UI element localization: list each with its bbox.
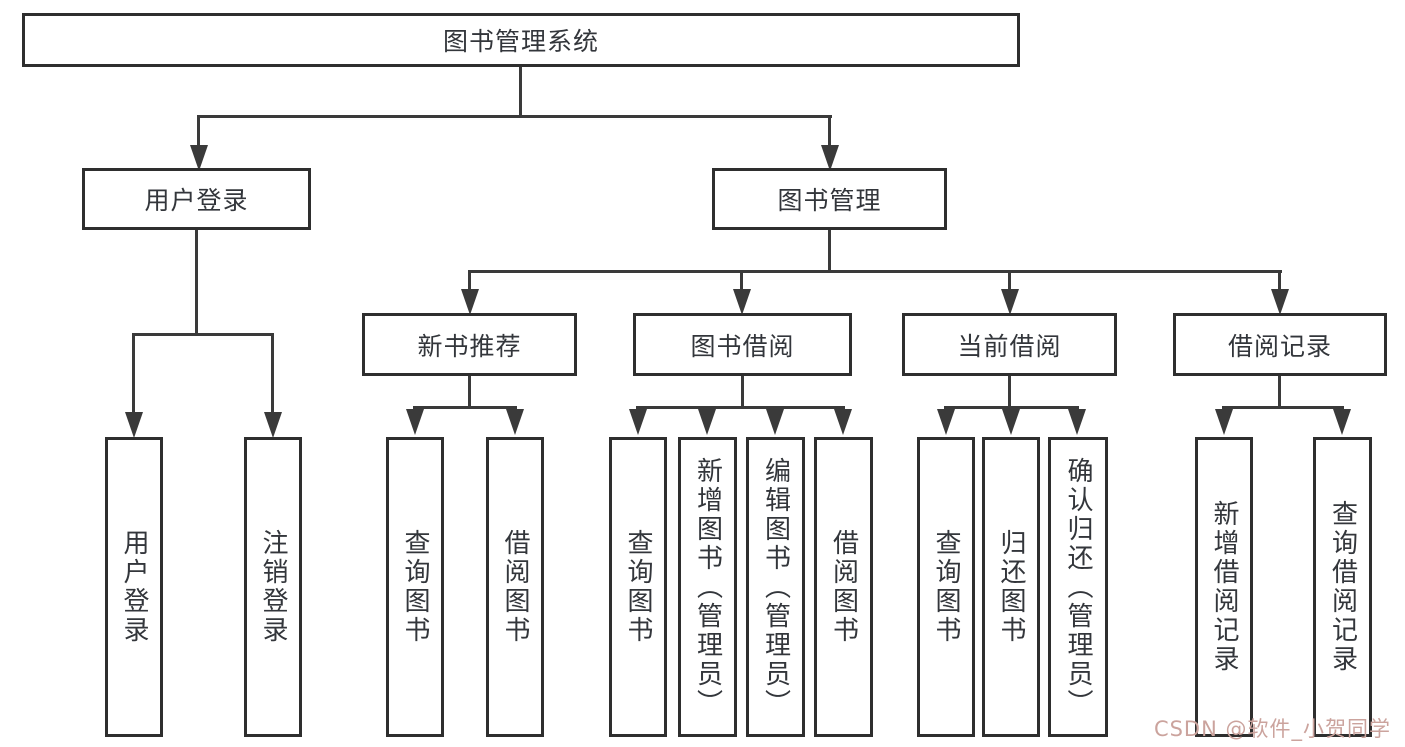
leaf-return-book: 归还图书: [982, 437, 1040, 737]
node-new-book-recommend: 新书推荐: [362, 313, 577, 376]
leaf-confirm-return-admin-label: 确认归还（管理员）: [1063, 456, 1094, 718]
connector-mgmt-trunk: [828, 230, 831, 273]
connector-groupD-trunk: [1278, 376, 1281, 409]
node-user-login-label: 用户登录: [144, 186, 249, 215]
node-borrow-record: 借阅记录: [1173, 313, 1387, 376]
arrowhead-book-mgmt: [821, 145, 839, 171]
connector-level2-shaft-2: [740, 270, 743, 293]
node-book-mgmt-label: 图书管理: [777, 186, 882, 215]
node-current-borrow-label: 当前借阅: [957, 331, 1062, 361]
node-book-borrow-label: 图书借阅: [690, 331, 795, 361]
leaf-borrow-book: 借阅图书: [814, 437, 873, 737]
arrowhead-book-borrow: [733, 289, 751, 315]
arrowhead-borrow-record: [1271, 289, 1289, 315]
leaf-recommend-borrow-book: 借阅图书: [486, 437, 544, 737]
arrowhead-login-leaf-2: [264, 412, 282, 438]
arrowhead-groupB-leaf-2: [698, 409, 716, 435]
arrowhead-current-borrow: [1001, 289, 1019, 315]
node-new-book-recommend-label: 新书推荐: [417, 331, 522, 361]
leaf-add-book-admin-label: 新增图书（管理员）: [692, 456, 723, 718]
leaf-current-query-book: 查询图书: [917, 437, 975, 737]
arrowhead-login-leaf-1: [125, 412, 143, 438]
node-root: 图书管理系统: [22, 13, 1020, 67]
arrowhead-groupB-leaf-1: [629, 409, 647, 435]
connector-login-shaft-1: [132, 333, 135, 415]
connector-level2-hline: [468, 270, 1282, 273]
connector-login-shaft-2: [271, 333, 274, 415]
leaf-recommend-borrow-book-label: 借阅图书: [500, 529, 531, 645]
connector-groupC-hline: [944, 406, 1079, 409]
leaf-borrow-book-label: 借阅图书: [828, 529, 859, 645]
node-root-label: 图书管理系统: [442, 27, 599, 56]
leaf-query-borrow-record: 查询借阅记录: [1313, 437, 1372, 737]
connector-login-trunk: [195, 230, 198, 335]
leaf-add-book-admin: 新增图书（管理员）: [678, 437, 737, 737]
connector-level1-hline: [197, 115, 832, 118]
connector-login-hline: [132, 333, 274, 336]
node-current-borrow: 当前借阅: [902, 313, 1117, 376]
connector-groupA-trunk: [468, 376, 471, 409]
arrowhead-groupB-leaf-4: [834, 409, 852, 435]
connector-level1-left-shaft: [197, 115, 200, 148]
leaf-add-borrow-record-label: 新增借阅记录: [1209, 500, 1240, 674]
arrowhead-groupC-leaf-2: [1002, 409, 1020, 435]
arrowhead-groupB-leaf-3: [766, 409, 784, 435]
arrowhead-groupC-leaf-1: [937, 409, 955, 435]
leaf-add-borrow-record: 新增借阅记录: [1195, 437, 1253, 737]
connector-groupB-trunk: [741, 376, 744, 409]
connector-groupB-hline: [636, 406, 845, 409]
leaf-logout-label: 注销登录: [258, 529, 289, 645]
watermark: CSDN @软件_小贺同学: [1153, 717, 1391, 741]
connector-level1-right-shaft: [828, 115, 831, 148]
leaf-query-borrow-record-label: 查询借阅记录: [1327, 500, 1358, 674]
connector-groupC-trunk: [1008, 376, 1011, 409]
node-book-mgmt: 图书管理: [712, 168, 947, 230]
leaf-user-login-label: 用户登录: [119, 529, 150, 645]
node-borrow-record-label: 借阅记录: [1227, 331, 1332, 361]
arrowhead-groupA-leaf-2: [506, 409, 524, 435]
arrowhead-groupD-leaf-1: [1215, 409, 1233, 435]
leaf-logout: 注销登录: [244, 437, 302, 737]
arrowhead-groupA-leaf-1: [406, 409, 424, 435]
leaf-user-login: 用户登录: [105, 437, 163, 737]
arrowhead-user-login: [190, 145, 208, 171]
arrowhead-new-book: [461, 289, 479, 315]
leaf-confirm-return-admin: 确认归还（管理员）: [1048, 437, 1108, 737]
connector-root-trunk: [519, 66, 522, 117]
connector-level2-shaft-4: [1278, 270, 1281, 293]
leaf-borrow-query-book: 查询图书: [609, 437, 667, 737]
connector-level2-shaft-3: [1008, 270, 1011, 293]
leaf-return-book-label: 归还图书: [996, 529, 1027, 645]
leaf-current-query-book-label: 查询图书: [931, 529, 962, 645]
arrowhead-groupC-leaf-3: [1068, 409, 1086, 435]
node-user-login: 用户登录: [82, 168, 311, 230]
leaf-borrow-query-book-label: 查询图书: [623, 529, 654, 645]
leaf-edit-book-admin-label: 编辑图书（管理员）: [760, 456, 791, 718]
arrowhead-groupD-leaf-2: [1333, 409, 1351, 435]
leaf-recommend-query-book-label: 查询图书: [400, 529, 431, 645]
leaf-edit-book-admin: 编辑图书（管理员）: [746, 437, 805, 737]
leaf-recommend-query-book: 查询图书: [386, 437, 444, 737]
connector-level2-shaft-1: [468, 270, 471, 293]
connector-groupA-hline: [413, 406, 517, 409]
connector-groupD-hline: [1222, 406, 1344, 409]
node-book-borrow: 图书借阅: [633, 313, 852, 376]
